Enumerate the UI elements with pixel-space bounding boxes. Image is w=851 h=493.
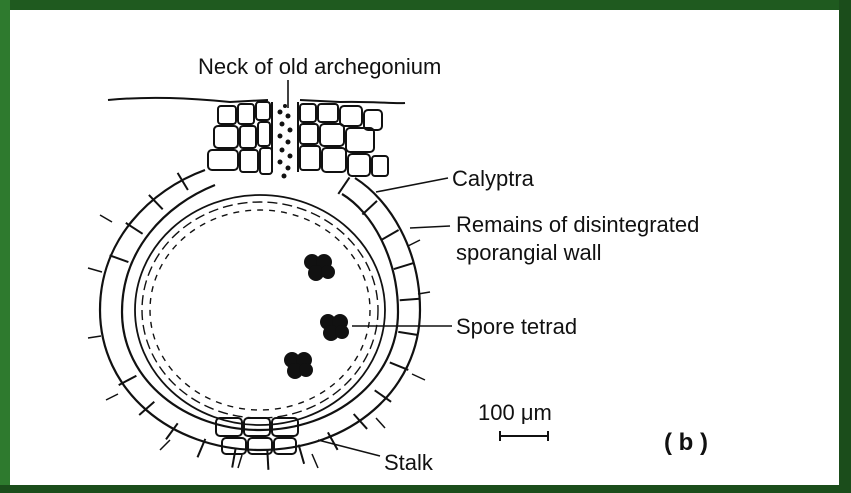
calyptra-cell-wall [390, 362, 409, 370]
frame-bottom-border [0, 485, 851, 493]
spore-tetrad-3 [284, 352, 313, 379]
calyptra-cell-wall [232, 448, 236, 468]
label-spore-tetrad: Spore tetrad [456, 314, 577, 339]
label-calyptra: Calyptra [452, 166, 535, 191]
frame-top-border [0, 0, 851, 10]
calyptra-cell-wall [139, 402, 154, 415]
calyptra-cell-wall [110, 255, 129, 262]
calyptra-cell-wall [381, 230, 398, 240]
sporangial-wall-remains [135, 195, 385, 425]
scale-bar [500, 431, 548, 441]
archegonium-diagram: Neck of old archegonium Calyptra Remains… [10, 10, 839, 485]
spore-tetrads [284, 254, 349, 379]
spore-tetrad-1 [304, 254, 335, 281]
calyptra-cell-wall [267, 450, 268, 470]
frame-left-border [0, 0, 10, 493]
calyptra-cell-wall [394, 263, 413, 269]
calyptra-cell-wall [299, 445, 305, 464]
panel-label: ( b ) [664, 429, 708, 456]
label-remains-line1: Remains of disintegrated [456, 212, 699, 237]
label-neck: Neck of old archegonium [198, 54, 441, 79]
calyptra-cell-wall [338, 177, 349, 194]
spore-tetrad-2 [320, 314, 349, 341]
label-stalk: Stalk [384, 450, 434, 475]
scale-bar-label: 100 μm [478, 400, 552, 425]
label-remains-line2: sporangial wall [456, 240, 602, 265]
neck-canal [272, 102, 298, 179]
calyptra-cell-wall [398, 332, 418, 335]
frame-right-border [839, 0, 851, 493]
calyptra-cell-wall [126, 223, 143, 234]
calyptra-cell-wall [400, 299, 420, 300]
diagram-canvas: Neck of old archegonium Calyptra Remains… [10, 10, 839, 485]
calyptra-cell-wall [362, 201, 377, 215]
